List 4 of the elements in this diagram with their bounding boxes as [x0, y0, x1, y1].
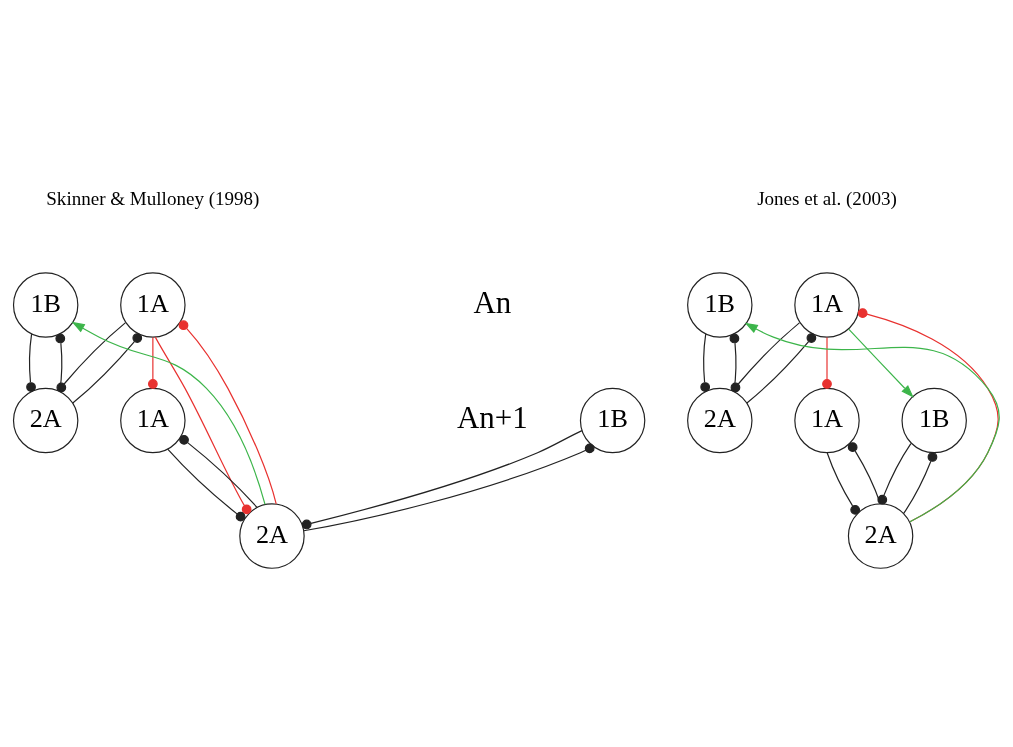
label: Skinner & Mulloney (1998) — [46, 187, 260, 209]
label: Jones et al. (2003) — [757, 187, 897, 209]
label: An — [473, 284, 512, 320]
label: An+1 — [456, 400, 528, 436]
